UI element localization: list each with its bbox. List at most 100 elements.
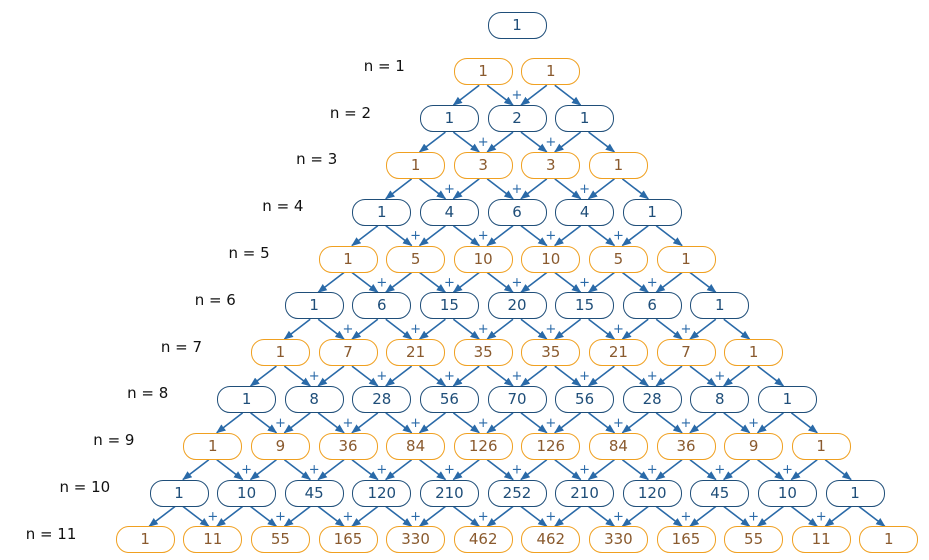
arrow [317,318,345,340]
plus-sign: + [478,509,489,524]
plus-sign: + [613,229,624,244]
row-label: n = 1 [363,56,405,75]
arrow [486,505,514,527]
arrow [520,271,548,293]
number-cell: 1 [622,198,682,226]
number-cell: 165 [318,526,378,554]
arrow [588,505,616,527]
arrow [283,459,311,481]
arrow [520,505,548,527]
plus-sign: + [275,509,286,524]
number-cell: 1 [555,105,615,133]
arrow [756,412,784,434]
number-cell: 28 [622,385,682,413]
plus-sign: + [579,275,590,290]
arrow [283,365,311,387]
arrow [182,505,210,527]
plus-sign: + [613,322,624,337]
number-cell: 4 [419,198,479,226]
number-cell: 8 [284,385,344,413]
arrow [351,365,379,387]
arrow [824,505,852,527]
plus-sign: + [714,369,725,384]
arrow [351,318,379,340]
arrow [554,84,582,106]
arrow [554,459,582,481]
plus-sign: + [512,369,523,384]
arrow [452,178,480,200]
arrow [317,412,345,434]
arrow [452,459,480,481]
plus-sign: + [545,416,556,431]
number-cell: 6 [622,292,682,320]
arrow [655,318,683,340]
arrow [554,271,582,293]
arrow [723,412,751,434]
number-cell: 6 [487,198,547,226]
arrow [554,131,582,153]
plus-sign: + [343,416,354,431]
arrow [588,131,616,153]
arrow [283,412,311,434]
plus-sign: + [207,509,218,524]
arrow [655,459,683,481]
arrow [385,178,413,200]
number-cell: 84 [588,432,648,460]
number-cell: 3 [453,151,513,179]
number-cell: 28 [352,385,412,413]
plus-sign: + [478,229,489,244]
arrow [621,459,649,481]
row-label: n = 3 [296,150,338,169]
arrow [723,459,751,481]
plus-sign: + [343,509,354,524]
arrow [587,271,615,293]
number-cell: 1 [588,151,648,179]
arrow [757,365,785,387]
number-cell: 462 [453,526,513,554]
arrow [486,412,514,434]
number-cell: 120 [622,479,682,507]
number-cell: 8 [690,385,750,413]
arrow [249,459,277,481]
arrow [790,412,818,434]
row-label: n = 6 [194,290,236,309]
arrow [351,505,379,527]
arrow [419,459,447,481]
number-cell: 4 [555,198,615,226]
number-cell: 1 [149,479,209,507]
arrow [486,459,514,481]
plus-sign: + [545,229,556,244]
plus-sign: + [647,275,658,290]
row-label: n = 8 [127,384,169,403]
number-cell: 210 [419,479,479,507]
number-cell: 120 [352,479,412,507]
arrow [385,318,413,340]
arrow [250,412,278,434]
plus-sign: + [681,322,692,337]
row-label: n = 10 [59,478,111,496]
arrow [588,412,616,434]
plus-sign: + [444,182,455,197]
arrow [452,225,480,247]
number-cell: 21 [588,339,648,367]
plus-sign: + [376,369,387,384]
arrow [418,131,446,153]
arrow [216,459,244,481]
arrow [385,459,413,481]
plus-sign: + [545,135,556,150]
plus-sign: + [376,463,387,478]
plus-sign: + [782,463,793,478]
plus-sign: + [579,463,590,478]
number-cell: 126 [453,432,513,460]
plus-sign: + [309,369,320,384]
number-cell: 1 [115,526,175,554]
arrow [419,365,447,387]
arrow [554,365,582,387]
number-cell: 1 [487,11,547,39]
number-cell: 10 [757,479,817,507]
arrow [723,505,751,527]
arrow [249,365,277,387]
arrow [757,459,785,481]
arrow [790,505,818,527]
